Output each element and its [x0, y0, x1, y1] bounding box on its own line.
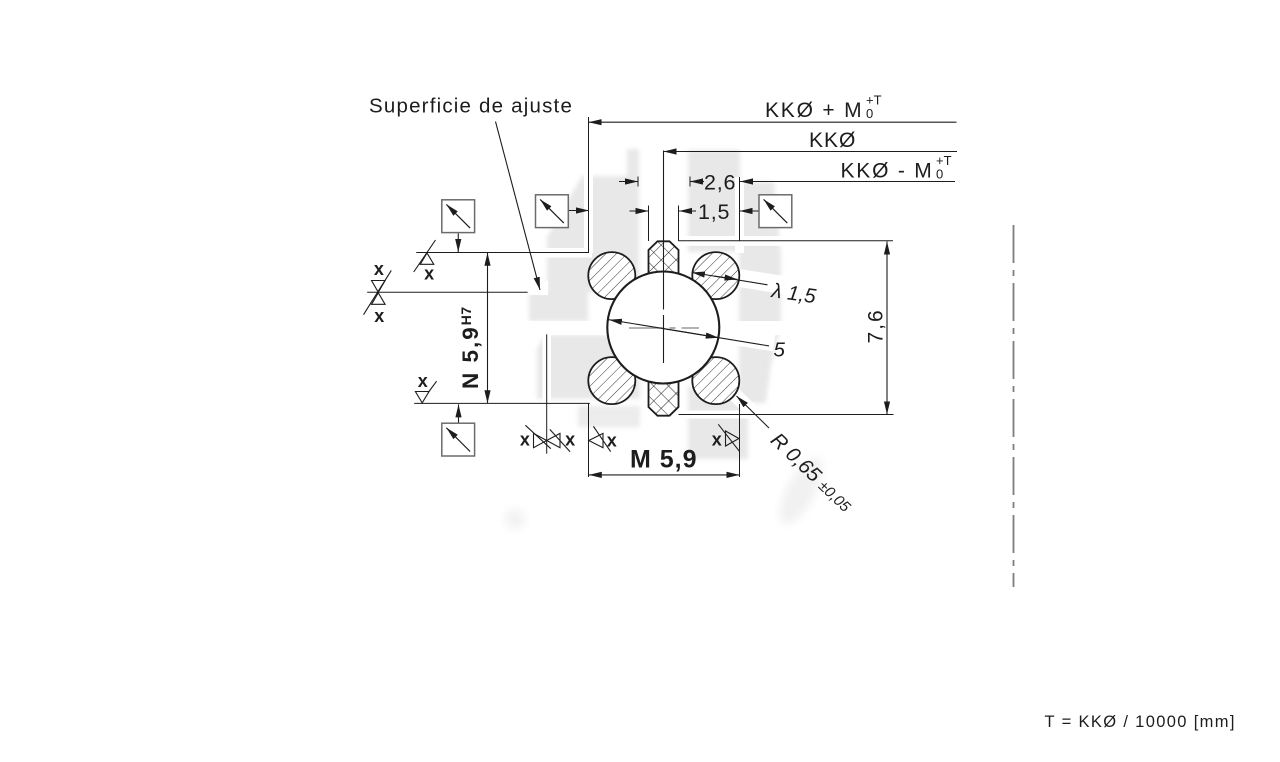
svg-text:N 5,9H7: N 5,9H7 [458, 306, 483, 389]
svg-text:x: x [374, 259, 384, 279]
svg-text:x: x [520, 430, 530, 450]
svg-text:x: x [374, 306, 384, 326]
svg-text:KKØ + M: KKØ + M [765, 99, 863, 122]
svg-text:R 0,65 ±0,05: R 0,65 ±0,05 [766, 428, 857, 516]
svg-text:T = KKØ / 10000 [mm]: T = KKØ / 10000 [mm] [1045, 713, 1236, 731]
svg-text:x: x [565, 430, 575, 450]
svg-text:1,5: 1,5 [698, 200, 730, 224]
svg-text:KKØ - M: KKØ - M [841, 160, 934, 183]
svg-text:x: x [424, 263, 434, 283]
svg-text:x: x [712, 430, 722, 450]
svg-text:M 5,9: M 5,9 [630, 446, 698, 474]
svg-text:x: x [607, 431, 617, 451]
svg-text:2,6: 2,6 [704, 171, 736, 195]
svg-text:KKØ: KKØ [809, 129, 856, 152]
svg-text:5: 5 [774, 339, 786, 362]
svg-text:0: 0 [936, 167, 943, 182]
svg-text:0: 0 [866, 106, 873, 121]
svg-text:x: x [418, 371, 428, 391]
svg-text:+T: +T [936, 153, 952, 168]
svg-text:Superficie de ajuste: Superficie de ajuste [369, 95, 573, 118]
svg-text:7,6: 7,6 [865, 308, 888, 343]
svg-text:+T: +T [866, 93, 882, 108]
